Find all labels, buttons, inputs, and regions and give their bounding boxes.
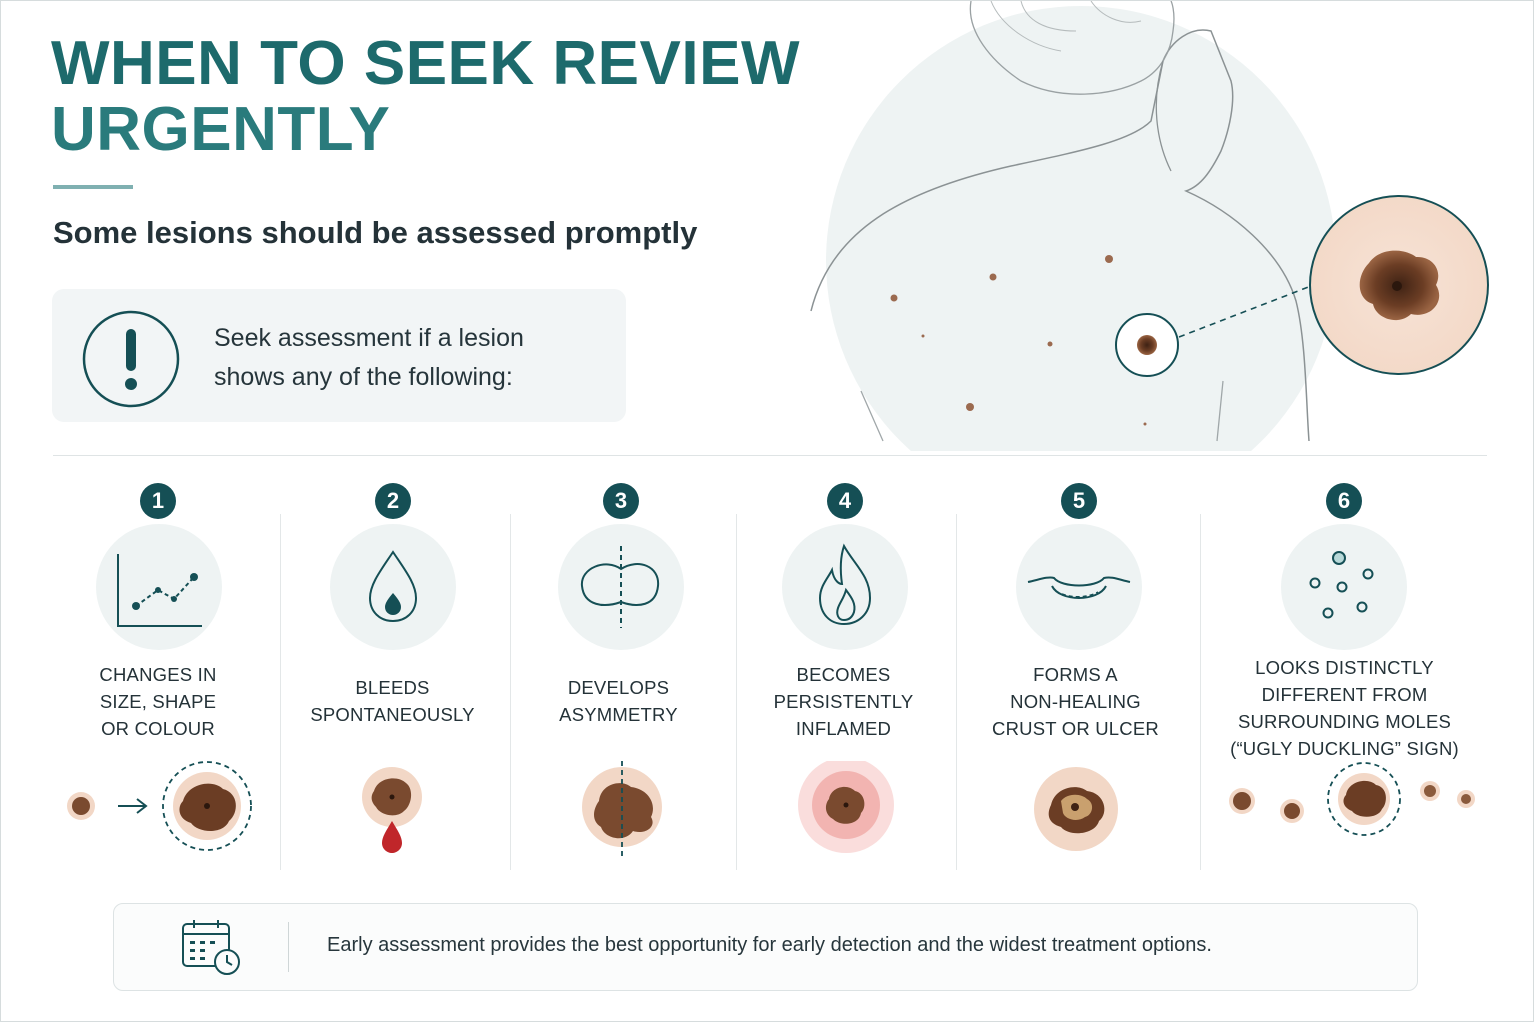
growing-lesion-illustration: [67, 761, 252, 851]
criterion-number-badge: 3: [603, 483, 639, 519]
criterion-label: BLEEDS SPONTANEOUSLY: [310, 677, 475, 725]
inflamed-lesion-illustration: [798, 761, 894, 853]
asymmetry-icon: [580, 546, 660, 628]
criterion-label: CHANGES IN SIZE, SHAPE OR COLOUR: [99, 664, 217, 739]
column-separator: [1200, 514, 1201, 870]
criterion-label: LOOKS DISTINCTLY DIFFERENT FROM SURROUND…: [1230, 657, 1459, 759]
criterion-ugly-duckling: 6 LOOKS DISTINCTLY DIFFERENT FROM SURROU…: [1202, 481, 1487, 871]
column-separator: [510, 514, 511, 870]
criterion-number-badge: 1: [140, 483, 176, 519]
criterion-label: FORMS A NON-HEALING CRUST OR ULCER: [992, 664, 1159, 739]
alert-line-1: Seek assessment if a lesion: [214, 324, 524, 352]
criterion-crust-ulcer: 5 FORMS A NON-HEALING CRUST OR ULCER: [958, 481, 1200, 871]
asymmetric-lesion-illustration: [582, 761, 662, 857]
criterion-size-shape-colour: 1 CHANGES IN SIZE, SHAPE OR COLOUR: [53, 481, 280, 871]
criterion-label: BECOMES PERSISTENTLY INFLAMED: [773, 664, 914, 739]
footer-separator: [288, 922, 289, 972]
blood-drop-icon: [368, 550, 418, 623]
alert-line-2: shows any of the following:: [214, 363, 513, 391]
criterion-inflamed: 4 BECOMES PERSISTENTLY INFLAMED: [738, 481, 956, 871]
calendar-clock-icon: [182, 920, 240, 975]
section-divider: [53, 455, 1487, 456]
criterion-asymmetry: 3 DEVELOPS ASYMMETRY: [512, 481, 736, 871]
criterion-number-badge: 4: [827, 483, 863, 519]
body-illustration: [810, 1, 1489, 451]
ulcer-icon: [1027, 576, 1131, 599]
page-subtitle: Some lesions should be assessed promptly: [53, 215, 698, 250]
criterion-number-badge: 6: [1326, 483, 1362, 519]
flame-icon: [818, 543, 872, 626]
ugly-duckling-icon: [1309, 551, 1374, 619]
alert-text: Seek assessment if a lesion shows any of…: [214, 319, 594, 397]
trend-chart-icon: [117, 554, 202, 627]
ugly-duckling-lesions-illustration: [1229, 762, 1475, 836]
criterion-bleeds: 2 BLEEDS SPONTANEOUSLY: [282, 481, 510, 871]
column-separator: [956, 514, 957, 870]
criterion-number-badge: 2: [375, 483, 411, 519]
page-title: WHEN TO SEEK REVIEW URGENTLY: [51, 31, 811, 163]
column-separator: [280, 514, 281, 870]
criterion-label: DEVELOPS ASYMMETRY: [559, 677, 678, 725]
bleeding-lesion-illustration: [362, 767, 422, 853]
criterion-number-badge: 5: [1061, 483, 1097, 519]
footer-text: Early assessment provides the best oppor…: [327, 934, 1212, 956]
title-line-2: URGENTLY: [51, 95, 391, 164]
alert-box: Seek assessment if a lesion shows any of…: [52, 289, 626, 422]
crusted-lesion-illustration: [1034, 767, 1118, 851]
title-accent-line: [53, 185, 133, 189]
exclamation-icon: [82, 310, 180, 408]
title-line-1: WHEN TO SEEK REVIEW: [51, 29, 800, 98]
footer-note: Early assessment provides the best oppor…: [113, 903, 1418, 991]
column-separator: [736, 514, 737, 870]
